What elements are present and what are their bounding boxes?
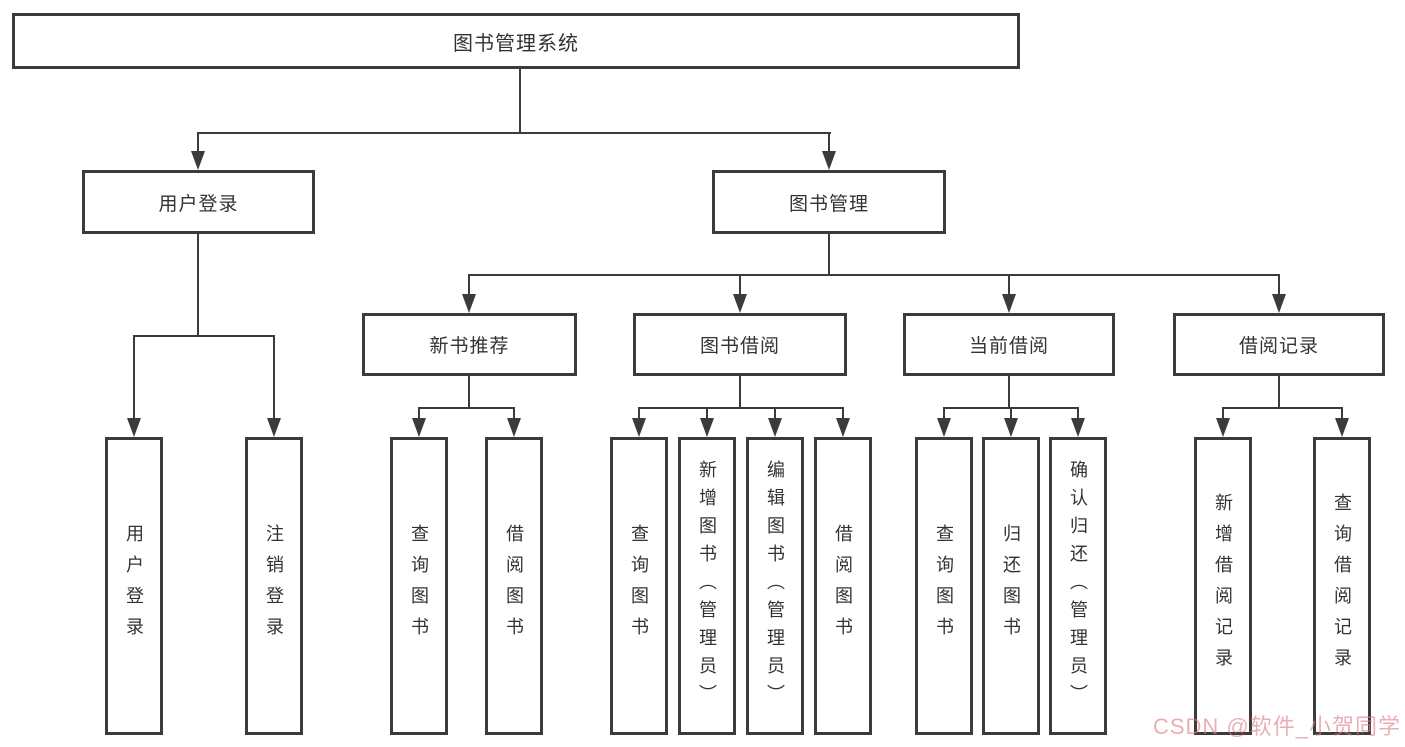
arrowhead-g2-1 (632, 418, 646, 437)
leaf-logout: 注销登录 (245, 437, 303, 735)
arrowhead-g2-2 (700, 418, 714, 437)
connector-arm-g2-4 (842, 407, 844, 421)
connector-borrow-stem (739, 376, 741, 409)
node-book-borrow: 图书借阅 (633, 313, 847, 376)
leaf-add-borrow-record-label: 新增借阅记录 (1213, 493, 1233, 679)
arrowhead-g3-3 (1071, 418, 1085, 437)
leaf-add-book-admin: 新增图书（管理员） (678, 437, 736, 735)
arrowhead-g4-1 (1216, 418, 1230, 437)
leaf-borrow-book-1: 借阅图书 (485, 437, 543, 735)
arrowhead-g2-3 (768, 418, 782, 437)
arrowhead-book-mgmt (822, 151, 836, 170)
connector-newbook-split (418, 407, 515, 409)
connector-arm-book-mgmt (828, 132, 830, 154)
leaf-borrow-book-2-label: 借阅图书 (833, 524, 853, 648)
connector-current-stem (1008, 376, 1010, 409)
connector-arm-g4-2 (1341, 407, 1343, 421)
leaf-add-borrow-record: 新增借阅记录 (1194, 437, 1252, 735)
leaf-return-book-label: 归还图书 (1001, 524, 1021, 648)
connector-user-split (133, 335, 275, 337)
leaf-query-borrow-record-label: 查询借阅记录 (1332, 493, 1352, 679)
connector-arm-g4-1 (1222, 407, 1224, 421)
leaf-edit-book-admin: 编辑图书（管理员） (746, 437, 804, 735)
node-root: 图书管理系统 (12, 13, 1020, 69)
connector-root-split (197, 132, 831, 134)
connector-record-split (1222, 407, 1342, 409)
leaf-borrow-book-2: 借阅图书 (814, 437, 872, 735)
leaf-query-book-3-label: 查询图书 (934, 524, 954, 648)
arrowhead-cur-borrow (1002, 294, 1016, 313)
arrowhead-g1-1 (412, 418, 426, 437)
leaf-confirm-return-admin-label: 确认归还（管理员） (1068, 460, 1088, 712)
connector-arm-leaf-logout (273, 335, 275, 421)
connector-arm-leaf-login (133, 335, 135, 421)
leaf-query-book-2-label: 查询图书 (629, 524, 649, 648)
connector-arm-g1-2 (513, 407, 515, 421)
connector-newbook-stem (468, 376, 470, 409)
leaf-return-book: 归还图书 (982, 437, 1040, 735)
connector-borrow-split (638, 407, 844, 409)
node-current-borrow: 当前借阅 (903, 313, 1115, 376)
leaf-edit-book-admin-label: 编辑图书（管理员） (765, 460, 785, 712)
leaf-query-book-2: 查询图书 (610, 437, 668, 735)
node-borrow-record: 借阅记录 (1173, 313, 1385, 376)
leaf-query-borrow-record: 查询借阅记录 (1313, 437, 1371, 735)
leaf-borrow-book-1-label: 借阅图书 (504, 524, 524, 648)
arrowhead-leaf-logout (267, 418, 281, 437)
connector-arm-book-borrow (739, 274, 741, 297)
connector-arm-g3-1 (943, 407, 945, 421)
node-book-mgmt: 图书管理 (712, 170, 946, 234)
leaf-query-book-3: 查询图书 (915, 437, 973, 735)
connector-arm-g1-1 (418, 407, 420, 421)
csdn-watermark: CSDN @软件_小贺同学 (1152, 714, 1401, 739)
arrowhead-g3-2 (1004, 418, 1018, 437)
connector-arm-g2-1 (638, 407, 640, 421)
leaf-query-book-1-label: 查询图书 (409, 524, 429, 648)
connector-arm-g2-3 (774, 407, 776, 421)
leaf-query-book-1: 查询图书 (390, 437, 448, 735)
arrowhead-user-login (191, 151, 205, 170)
connector-record-stem (1278, 376, 1280, 409)
arrowhead-new-book (462, 294, 476, 313)
connector-arm-new-book (468, 274, 470, 297)
node-new-book-rec: 新书推荐 (362, 313, 577, 376)
connector-user-stem (197, 233, 199, 337)
connector-mgmt-stem (828, 233, 830, 276)
arrowhead-g4-2 (1335, 418, 1349, 437)
arrowhead-g3-1 (937, 418, 951, 437)
leaf-add-book-admin-label: 新增图书（管理员） (697, 460, 717, 712)
arrowhead-g2-4 (836, 418, 850, 437)
connector-arm-cur-borrow (1008, 274, 1010, 297)
connector-arm-g3-2 (1010, 407, 1012, 421)
leaf-user-login-label: 用户登录 (124, 524, 144, 648)
leaf-user-login: 用户登录 (105, 437, 163, 735)
node-user-login: 用户登录 (82, 170, 315, 234)
arrowhead-book-borrow (733, 294, 747, 313)
connector-arm-rec (1278, 274, 1280, 297)
leaf-confirm-return-admin: 确认归还（管理员） (1049, 437, 1107, 735)
connector-root-stem (519, 69, 521, 133)
arrowhead-rec (1272, 294, 1286, 313)
connector-arm-g2-2 (706, 407, 708, 421)
arrowhead-leaf-login (127, 418, 141, 437)
arrowhead-g1-2 (507, 418, 521, 437)
connector-mgmt-split (468, 274, 1280, 276)
connector-arm-user-login (197, 132, 199, 154)
leaf-logout-label: 注销登录 (264, 524, 284, 648)
connector-arm-g3-3 (1077, 407, 1079, 421)
